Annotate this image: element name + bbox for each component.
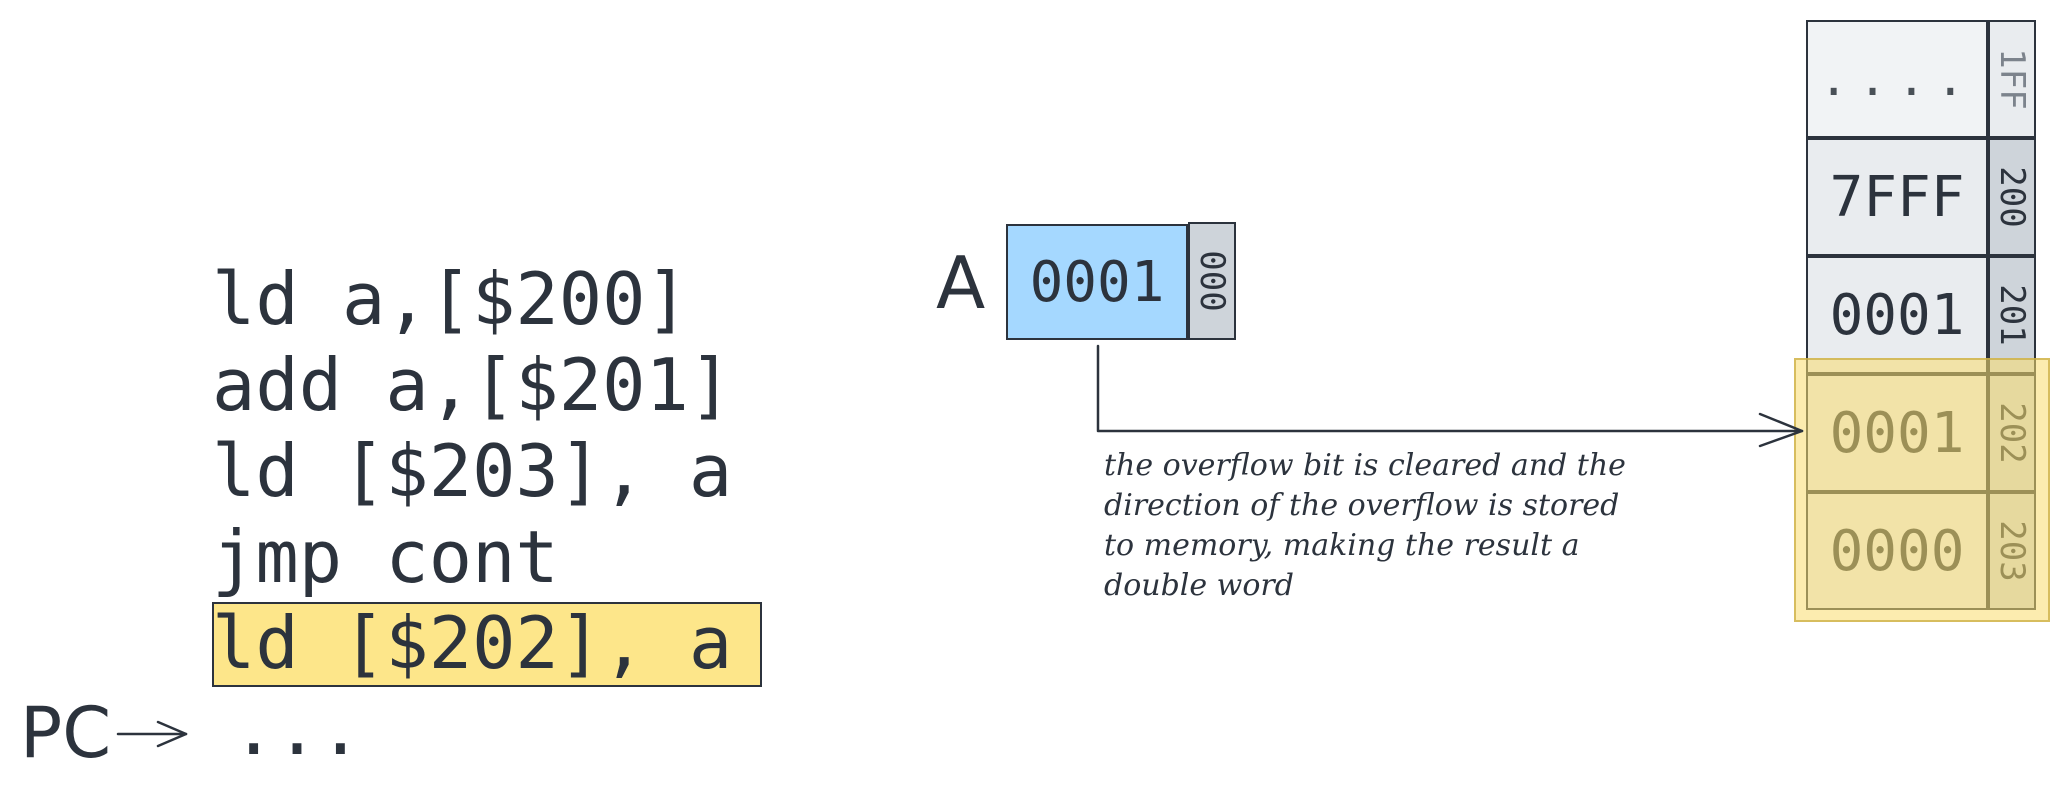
register-address-text: 000 xyxy=(1192,250,1232,312)
memory-cell-1ff: .... xyxy=(1806,20,1988,138)
register-address: 000 xyxy=(1188,222,1236,340)
overflow-note-line-3: to memory, making the result a xyxy=(1104,528,1580,563)
code-line-4: jmp cont xyxy=(212,515,559,599)
pc-arrow xyxy=(116,720,188,748)
memory-cell-202: 0001 xyxy=(1806,374,1988,492)
store-arrow xyxy=(1096,344,1804,448)
register-value: 0001 xyxy=(1006,224,1188,340)
memory-address-1ff: 1FF xyxy=(1988,20,2036,138)
code-line-2: add a,[$201] xyxy=(212,343,733,427)
overflow-note-line-2: direction of the overflow is stored xyxy=(1104,488,1620,523)
overflow-note: the overflow bit is cleared and the dire… xyxy=(1104,446,1684,606)
memory-address-text-1ff: 1FF xyxy=(1992,48,2032,110)
register-label: A xyxy=(936,241,986,325)
code-line-5: ld [$202], a xyxy=(212,601,733,685)
overflow-note-line-1: the overflow bit is cleared and the xyxy=(1104,448,1626,483)
pc-ellipsis: ... xyxy=(232,687,363,771)
memory-cell-203: 0000 xyxy=(1806,492,1988,610)
memory-address-202: 202 xyxy=(1988,374,2036,492)
code-line-3: ld [$203], a xyxy=(212,429,733,513)
memory-cell-201: 0001 xyxy=(1806,256,1988,374)
memory-address-200: 200 xyxy=(1988,138,2036,256)
memory-address-text-200: 200 xyxy=(1992,166,2032,228)
pc-label: PC xyxy=(20,692,112,774)
memory-address-203: 203 xyxy=(1988,492,2036,610)
code-line-1: ld a,[$200] xyxy=(212,257,689,341)
memory-cell-200: 7FFF xyxy=(1806,138,1988,256)
memory-address-text-202: 202 xyxy=(1992,402,2032,464)
memory-address-201: 201 xyxy=(1988,256,2036,374)
memory-address-text-203: 203 xyxy=(1992,520,2032,582)
memory-address-text-201: 201 xyxy=(1992,284,2032,346)
current-instruction-highlight xyxy=(212,602,762,687)
overflow-note-line-4: double word xyxy=(1104,568,1294,603)
